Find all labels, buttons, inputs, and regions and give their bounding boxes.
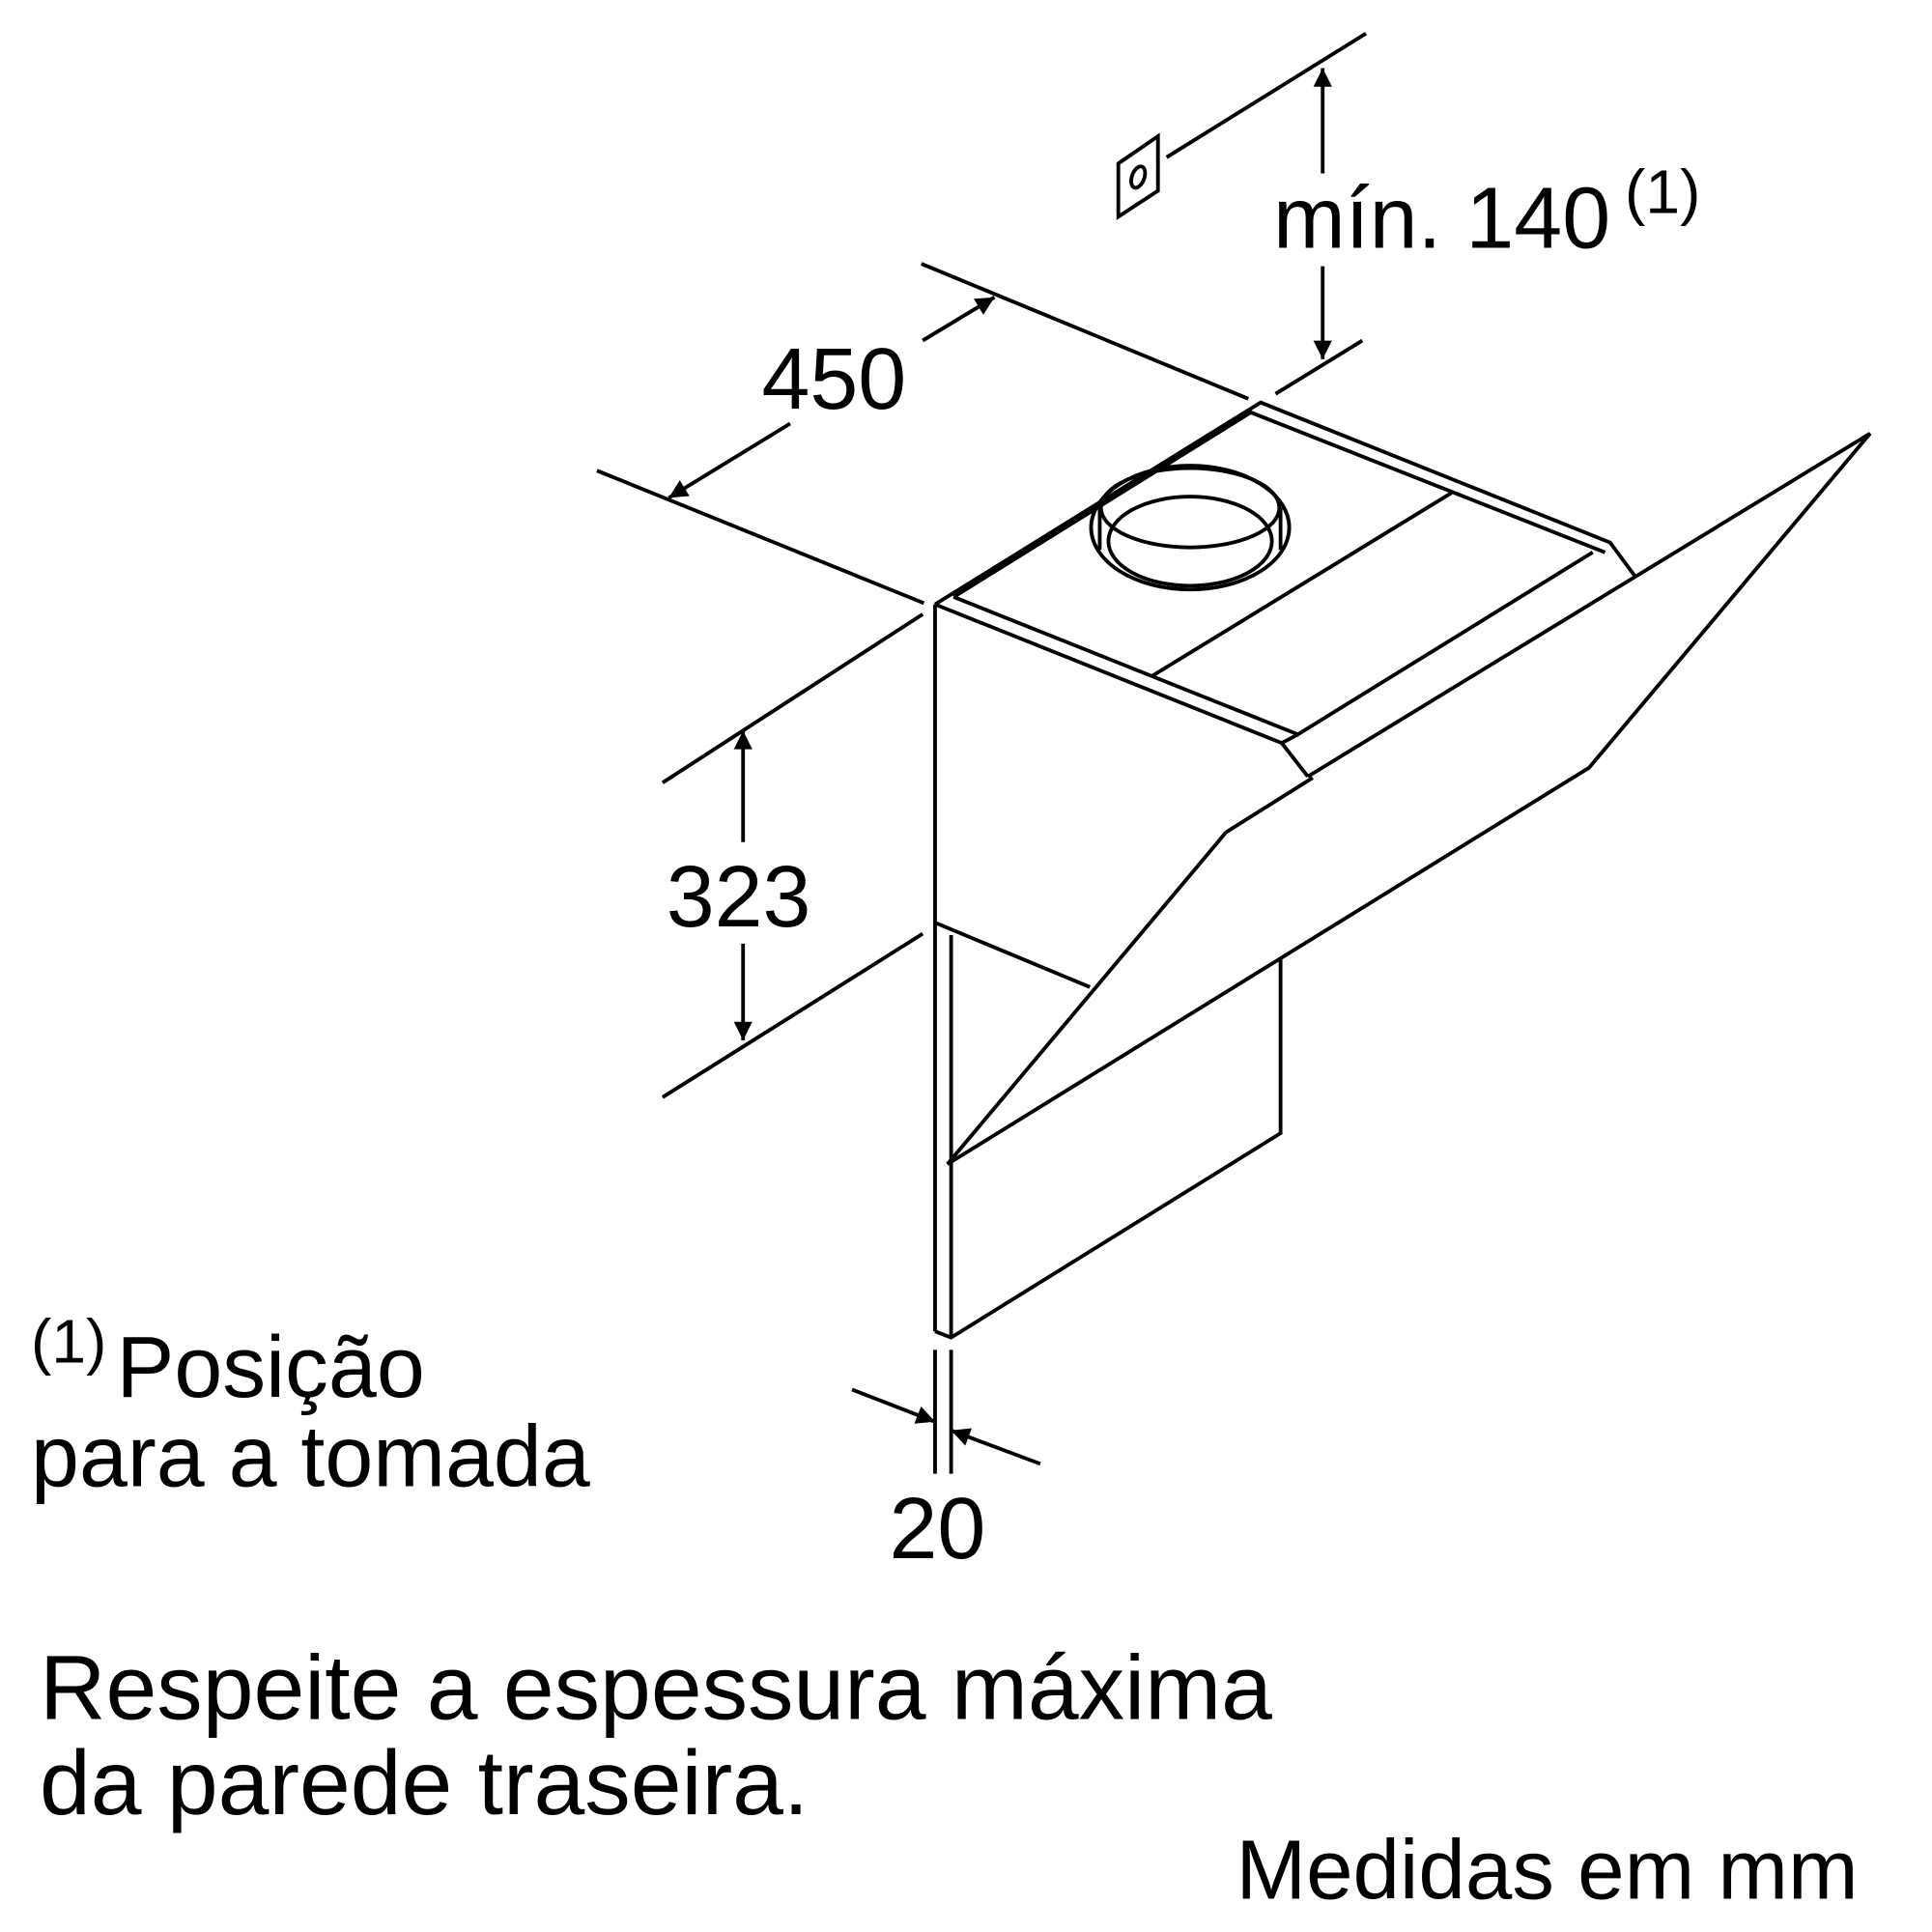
height-label: 323 [667, 849, 811, 946]
units-label: Medidas em mm [1236, 1823, 1858, 1917]
min-outlet-label: mín. 140 [1273, 170, 1610, 267]
dimension-wall-thickness: 20 [851, 1350, 1041, 1577]
hood-body [933, 400, 1872, 1340]
footnote-line1: Posição [117, 1320, 425, 1416]
min-outlet-note: (1) [1625, 157, 1700, 227]
outlet-collar [1089, 464, 1292, 592]
width-label: 450 [761, 331, 906, 428]
notice-line2: da parede traseira. [40, 1732, 809, 1834]
socket-icon [1116, 31, 1368, 220]
dimension-min-outlet: mín. 140 (1) [1273, 68, 1700, 396]
wall-thickness-label: 20 [890, 1481, 986, 1577]
notice-line1: Respeite a espessura máxima [40, 1636, 1272, 1739]
footnote: (1) Posição para a tomada [31, 1306, 590, 1505]
dimension-width: 450 [596, 262, 1250, 606]
footnote-marker: (1) [31, 1306, 106, 1376]
dimension-height: 323 [661, 612, 924, 1099]
footnote-line2: para a tomada [31, 1408, 590, 1505]
